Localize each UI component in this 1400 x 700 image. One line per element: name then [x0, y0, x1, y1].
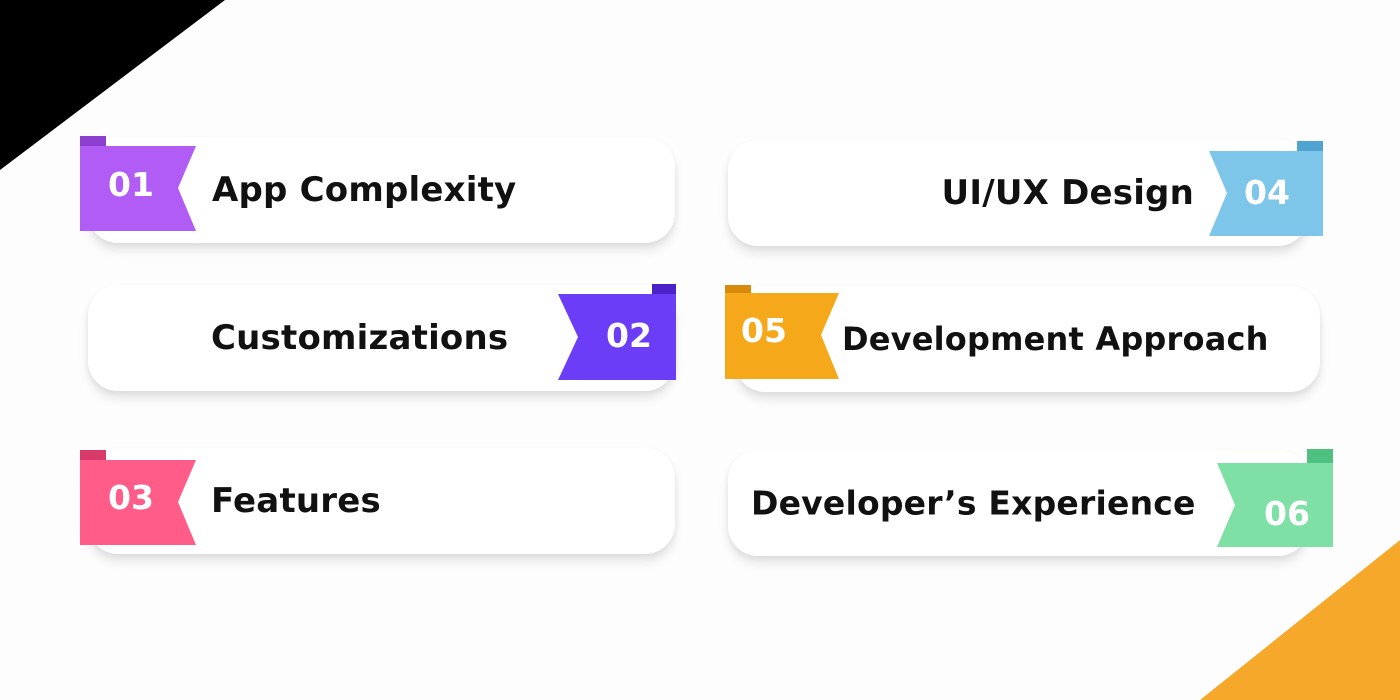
corner-decoration-top-left [0, 0, 225, 170]
item-label: Features [211, 481, 381, 521]
item-number: 02 [606, 316, 652, 355]
number-ribbon [80, 136, 196, 231]
number-ribbon [725, 285, 839, 379]
item-number: 01 [108, 165, 154, 204]
item-label: Customizations [211, 318, 509, 358]
item-number: 06 [1264, 494, 1310, 533]
number-ribbon [1209, 141, 1323, 236]
number-ribbon [1217, 449, 1333, 547]
item-number: 05 [741, 311, 787, 350]
number-ribbon [80, 450, 196, 545]
item-label: UI/UX Design [941, 173, 1194, 213]
number-ribbon [558, 284, 676, 380]
item-number: 04 [1244, 173, 1290, 212]
item-card-ui-ux-design: UI/UX Design [728, 140, 1308, 246]
item-card-developers-experience: Developer’s Experience [728, 450, 1308, 556]
item-label: Development Approach [842, 320, 1269, 358]
item-number: 03 [108, 478, 154, 517]
item-label: App Complexity [212, 170, 517, 210]
corner-decoration-bottom-right [1200, 540, 1400, 700]
item-label: Developer’s Experience [751, 483, 1196, 523]
